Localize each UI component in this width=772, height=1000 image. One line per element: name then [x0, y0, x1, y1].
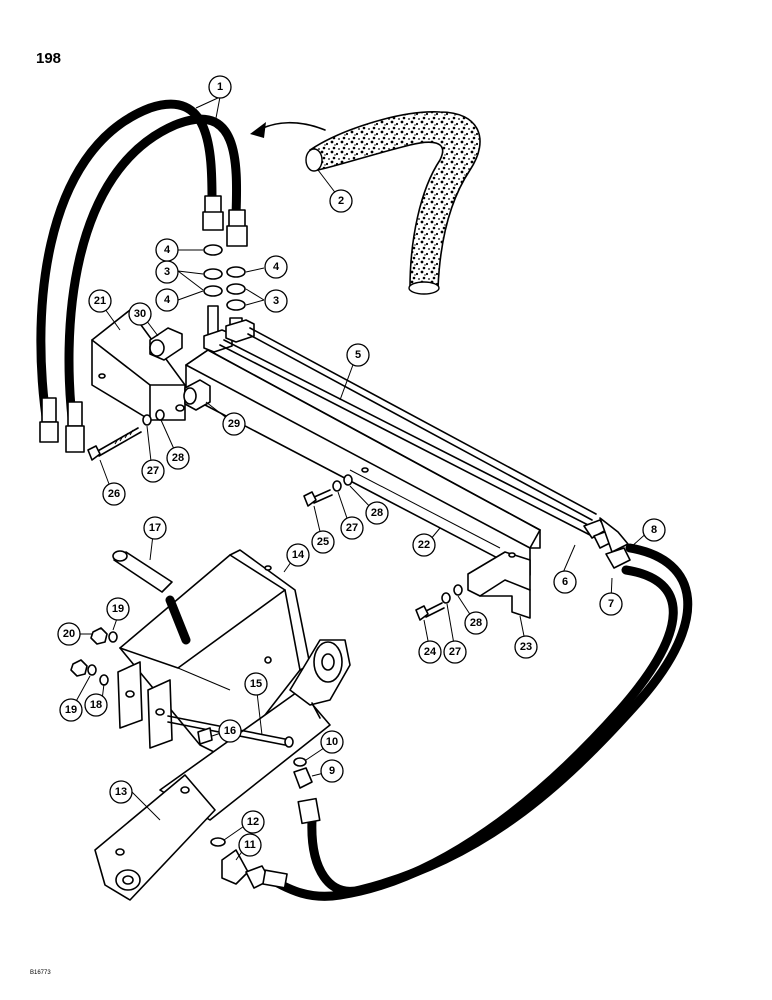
svg-text:5: 5 — [355, 349, 361, 361]
mount-housing — [112, 549, 311, 761]
callout-18: 18 — [84, 693, 108, 717]
svg-text:17: 17 — [149, 522, 161, 534]
callout-6: 6 — [553, 570, 577, 594]
svg-text:19: 19 — [112, 603, 124, 615]
callout-28c: 28 — [464, 611, 488, 635]
svg-text:8: 8 — [651, 524, 657, 536]
callout-30: 30 — [128, 302, 152, 326]
callout-12: 12 — [241, 810, 265, 834]
callout-1: 1 — [208, 75, 232, 99]
callout-4b: 4 — [264, 255, 288, 279]
callout-29: 29 — [222, 412, 246, 436]
svg-text:6: 6 — [562, 576, 568, 588]
svg-text:22: 22 — [418, 539, 430, 551]
svg-text:3: 3 — [273, 295, 279, 307]
callout-27c: 27 — [443, 640, 467, 664]
svg-text:26: 26 — [108, 488, 120, 500]
callout-28a: 28 — [166, 446, 190, 470]
callout-26: 26 — [102, 482, 126, 506]
bolt-set-25-27-28 — [303, 474, 353, 507]
callout-19a: 19 — [106, 597, 130, 621]
svg-text:25: 25 — [317, 536, 329, 548]
svg-text:27: 27 — [346, 522, 358, 534]
callout-4a: 4 — [155, 238, 179, 262]
callout-4c: 4 — [155, 288, 179, 312]
bolt-set-24-27-28 — [415, 584, 463, 621]
svg-text:3: 3 — [164, 266, 170, 278]
callout-10: 10 — [320, 730, 344, 754]
svg-text:10: 10 — [326, 736, 338, 748]
svg-text:11: 11 — [244, 839, 256, 851]
svg-text:21: 21 — [94, 295, 106, 307]
callout-3b: 3 — [264, 289, 288, 313]
callout-5: 5 — [346, 343, 370, 367]
seal-washers — [203, 244, 246, 311]
callout-16: 16 — [218, 719, 242, 743]
svg-text:19: 19 — [65, 704, 77, 716]
svg-text:1: 1 — [217, 81, 223, 93]
figure-code: B16773 — [30, 970, 51, 976]
svg-text:27: 27 — [147, 465, 159, 477]
callout-21: 21 — [88, 289, 112, 313]
callout-2: 2 — [329, 189, 353, 213]
svg-text:4: 4 — [273, 261, 280, 273]
bracket-right — [467, 551, 531, 619]
svg-text:15: 15 — [250, 678, 262, 690]
callout-11: 11 — [238, 833, 262, 857]
svg-text:30: 30 — [134, 308, 146, 320]
callout-28b: 28 — [365, 501, 389, 525]
callout-24: 24 — [418, 640, 442, 664]
svg-text:13: 13 — [115, 786, 127, 798]
callout-3a: 3 — [155, 260, 179, 284]
svg-text:14: 14 — [292, 549, 305, 561]
svg-text:4: 4 — [164, 294, 171, 306]
upper-hose-pair — [36, 99, 248, 453]
callout-14: 14 — [286, 543, 310, 567]
svg-text:29: 29 — [228, 418, 240, 430]
callout-17: 17 — [143, 516, 167, 540]
svg-text:12: 12 — [247, 816, 259, 828]
callout-9: 9 — [320, 759, 344, 783]
callout-22: 22 — [412, 533, 436, 557]
svg-text:7: 7 — [608, 598, 614, 610]
callout-27b: 27 — [340, 516, 364, 540]
callout-25: 25 — [311, 530, 335, 554]
hydraulic-cylinder — [94, 639, 351, 901]
callout-15: 15 — [244, 672, 268, 696]
svg-text:28: 28 — [470, 617, 482, 629]
callout-27a: 27 — [141, 459, 165, 483]
guard-plate — [185, 349, 541, 576]
cylinder-fittings — [210, 757, 313, 889]
callout-20: 20 — [57, 622, 81, 646]
svg-text:4: 4 — [164, 244, 171, 256]
svg-text:27: 27 — [449, 646, 461, 658]
svg-text:16: 16 — [224, 725, 236, 737]
svg-text:18: 18 — [90, 699, 102, 711]
tube-assembly — [203, 305, 631, 569]
callout-23: 23 — [514, 635, 538, 659]
svg-text:23: 23 — [520, 641, 532, 653]
svg-text:28: 28 — [172, 452, 184, 464]
svg-text:28: 28 — [371, 507, 383, 519]
callout-8: 8 — [642, 518, 666, 542]
bolt-set-26-27-28 — [87, 409, 165, 461]
callout-19b: 19 — [59, 698, 83, 722]
svg-text:24: 24 — [424, 646, 437, 658]
bracket-left — [91, 309, 211, 421]
lower-hose-pair — [262, 543, 693, 901]
small-hardware — [70, 627, 118, 686]
callout-7: 7 — [599, 592, 623, 616]
page-number: 198 — [36, 50, 62, 67]
callout-13: 13 — [109, 780, 133, 804]
svg-text:9: 9 — [329, 765, 335, 777]
hose-sleeve — [250, 111, 481, 295]
svg-text:20: 20 — [63, 628, 75, 640]
svg-text:2: 2 — [338, 195, 344, 207]
